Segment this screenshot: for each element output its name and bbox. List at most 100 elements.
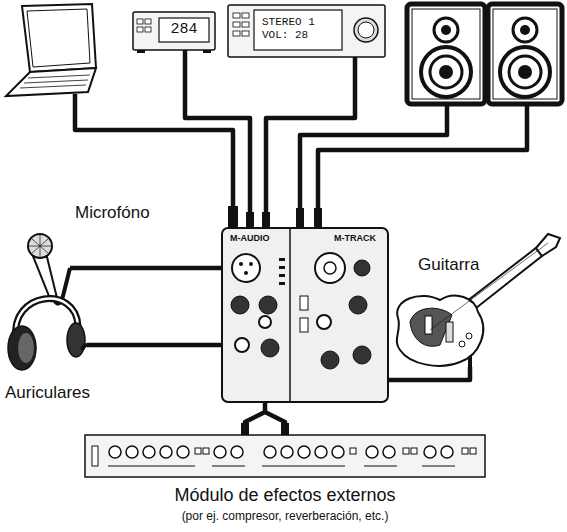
speaker-tweeter bbox=[434, 18, 458, 42]
button bbox=[145, 27, 151, 32]
rack-knob bbox=[441, 446, 453, 458]
cd-player: 284 bbox=[133, 12, 215, 50]
button bbox=[233, 13, 240, 18]
headphones: Auriculares bbox=[5, 288, 87, 380]
rack-knob bbox=[126, 446, 138, 458]
rack-button bbox=[470, 448, 476, 454]
mic-handle bbox=[33, 256, 57, 301]
rack-button bbox=[462, 448, 468, 454]
button bbox=[145, 19, 151, 24]
rack-buttons bbox=[195, 448, 476, 454]
rack-trim bbox=[108, 466, 455, 467]
combo-input bbox=[315, 253, 345, 283]
rack-case bbox=[85, 435, 485, 477]
xlr-pin bbox=[244, 271, 248, 275]
stereo-receiver: STEREO 1 VOL: 28 bbox=[228, 5, 385, 57]
rack-knob bbox=[424, 446, 436, 458]
button bbox=[233, 31, 240, 36]
combo-jack bbox=[324, 262, 336, 274]
speaker-cabinet bbox=[407, 4, 485, 104]
audio-interface: M-AUDIO M-TRACK bbox=[222, 228, 388, 402]
switch bbox=[300, 318, 308, 332]
foot bbox=[137, 50, 145, 53]
laptop-base bbox=[6, 68, 96, 96]
audio-cable bbox=[70, 266, 222, 271]
interface-body bbox=[222, 228, 388, 402]
rack-knob bbox=[160, 446, 172, 458]
led bbox=[279, 274, 285, 277]
rack-knob bbox=[231, 446, 243, 458]
receiver-case bbox=[228, 5, 385, 57]
electric-guitar: Guitarra bbox=[390, 232, 562, 367]
laptop-display bbox=[27, 9, 90, 67]
cd-player-body bbox=[133, 12, 215, 53]
switch bbox=[300, 296, 308, 310]
button bbox=[242, 31, 249, 36]
rack-knob bbox=[315, 446, 327, 458]
button bbox=[137, 27, 143, 32]
foot bbox=[203, 50, 211, 53]
rack-knob bbox=[109, 446, 121, 458]
audio-cable bbox=[388, 367, 470, 380]
button bbox=[233, 22, 240, 27]
pickup bbox=[425, 316, 432, 334]
module-note: (por ej. compresor, reverberación, etc.) bbox=[85, 510, 485, 524]
audio-cable bbox=[185, 50, 250, 228]
device-label: Microfóno bbox=[75, 203, 150, 223]
rack-switch bbox=[92, 446, 98, 466]
audio-cable bbox=[245, 402, 265, 435]
audio-cable bbox=[87, 343, 222, 348]
monitor-speakers bbox=[407, 4, 562, 104]
display-text: STEREO 1 VOL: 28 bbox=[262, 16, 328, 42]
effects-module: Módulo de efectos externos(por ej. compr… bbox=[85, 435, 485, 477]
led bbox=[279, 282, 285, 285]
guitar-knob bbox=[466, 333, 472, 339]
audio-cable bbox=[266, 57, 355, 228]
bridge bbox=[446, 322, 453, 342]
rack-knob bbox=[332, 446, 344, 458]
receiver-body bbox=[228, 5, 385, 57]
device-label: Guitarra bbox=[418, 255, 479, 275]
button bbox=[242, 13, 249, 18]
laptop-keys bbox=[20, 75, 90, 88]
speaker-cap bbox=[439, 65, 453, 79]
xlr-pin bbox=[239, 262, 243, 266]
xlr-pin bbox=[249, 262, 253, 266]
rack-button bbox=[195, 448, 201, 454]
model-label: M-TRACK bbox=[334, 233, 376, 243]
rack-knob bbox=[143, 446, 155, 458]
rack-button bbox=[403, 448, 409, 454]
volume-knob bbox=[354, 18, 378, 42]
rack-knob bbox=[298, 446, 310, 458]
insert-jack bbox=[259, 316, 271, 328]
brand-label: M-AUDIO bbox=[230, 233, 270, 243]
instrument-jack bbox=[317, 315, 331, 329]
module-title: Módulo de efectos externos bbox=[85, 485, 485, 506]
gain-knob bbox=[231, 296, 249, 314]
usb-cable bbox=[75, 94, 233, 206]
rack-knob bbox=[177, 446, 189, 458]
device-label: Auriculares bbox=[5, 383, 90, 403]
speaker-tweeter-dome bbox=[520, 25, 530, 35]
speaker-front bbox=[412, 9, 480, 99]
guitar-drawing bbox=[397, 234, 560, 367]
rack-button bbox=[350, 448, 356, 454]
speaker-cone bbox=[430, 56, 462, 88]
laptop-screen bbox=[22, 4, 96, 72]
interface-case bbox=[222, 228, 388, 402]
headphone-jack bbox=[235, 338, 249, 352]
guitar-knob bbox=[459, 341, 465, 347]
microphone-drawing bbox=[28, 234, 70, 304]
speaker-woofer bbox=[421, 47, 471, 97]
jack-plug bbox=[296, 208, 304, 228]
output-knob bbox=[321, 351, 339, 369]
display-window bbox=[254, 10, 342, 50]
speaker-cable bbox=[300, 106, 447, 208]
display-text: 284 bbox=[159, 18, 209, 42]
led bbox=[279, 266, 285, 269]
volume-knob bbox=[261, 339, 279, 357]
gain-knob bbox=[354, 260, 370, 276]
speaker-cabinet bbox=[488, 4, 562, 104]
